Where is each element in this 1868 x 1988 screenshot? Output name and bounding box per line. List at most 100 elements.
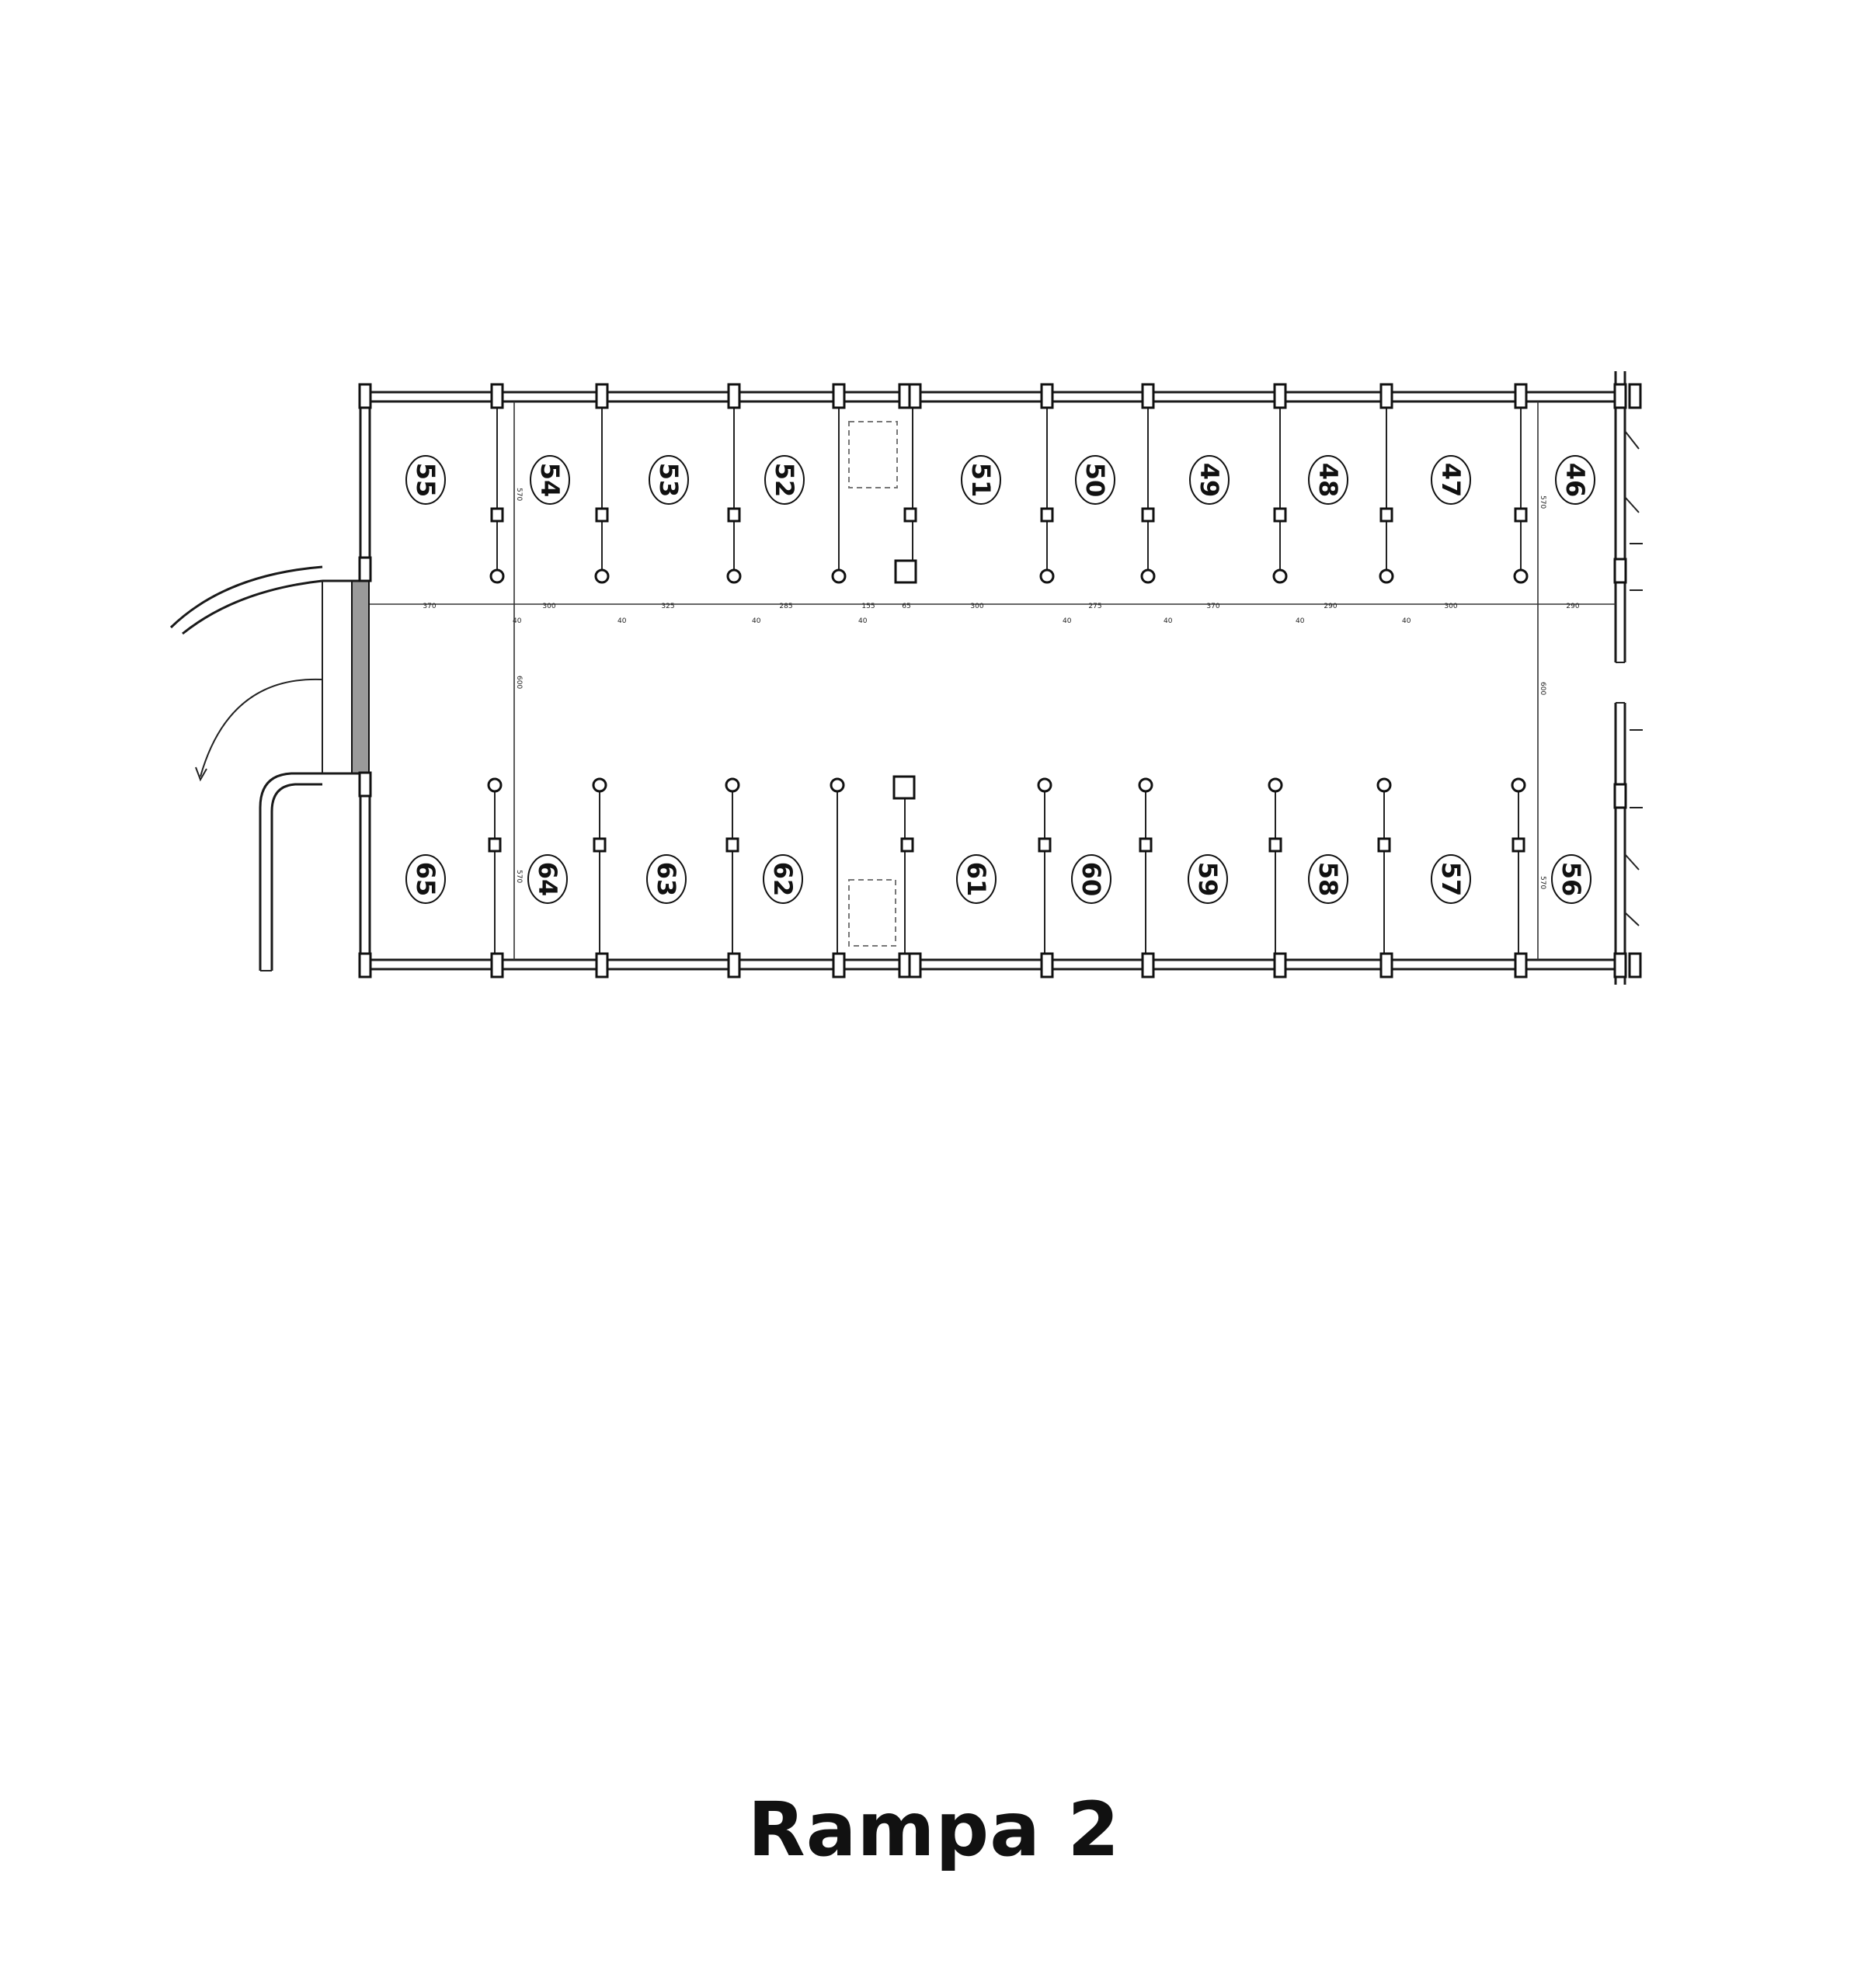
parking-space-circle bbox=[1431, 455, 1471, 505]
parking-space: 56 bbox=[1551, 854, 1591, 904]
aisle-width-dimension: 600 bbox=[1539, 682, 1546, 695]
parking-space: 49 bbox=[1189, 455, 1230, 505]
parking-space: 53 bbox=[649, 455, 689, 505]
parking-space-number: 49 bbox=[1195, 463, 1224, 498]
column-round bbox=[487, 777, 503, 793]
column-square bbox=[900, 837, 914, 853]
stall-depth-dimension: 570 bbox=[515, 488, 523, 501]
parking-space-number: 57 bbox=[1436, 862, 1466, 897]
parking-space: 50 bbox=[1075, 455, 1115, 505]
column-square bbox=[1141, 507, 1155, 523]
offset-dimension: 40 bbox=[752, 617, 761, 625]
column-large bbox=[892, 775, 916, 800]
parking-space-number: 62 bbox=[768, 862, 798, 897]
wall-pillar bbox=[1040, 952, 1054, 978]
wall-pillar bbox=[1613, 558, 1627, 584]
parking-space-number: 60 bbox=[1077, 862, 1106, 897]
wall-pillar bbox=[1273, 383, 1287, 409]
column-round bbox=[1272, 568, 1288, 584]
column-square bbox=[725, 837, 739, 853]
offset-dimension: 40 bbox=[1164, 617, 1173, 625]
parking-space-circle bbox=[1308, 455, 1348, 505]
parking-space-circle bbox=[646, 854, 687, 904]
aisle-dimension: 300 bbox=[970, 603, 983, 610]
wall-pillar bbox=[1514, 383, 1528, 409]
column-square bbox=[593, 837, 607, 853]
wall-pillar bbox=[1273, 952, 1287, 978]
aisle-dimension: 65 bbox=[902, 603, 910, 610]
offset-dimension: 40 bbox=[1063, 617, 1072, 625]
wall-pillar bbox=[832, 383, 846, 409]
outer-walls bbox=[359, 371, 1626, 985]
parking-space-circle bbox=[527, 854, 568, 904]
parking-space-circle bbox=[956, 854, 997, 904]
parking-space: 65 bbox=[405, 854, 446, 904]
parking-space-number: 53 bbox=[654, 463, 684, 498]
offset-dimension: 40 bbox=[513, 617, 522, 625]
parking-space: 48 bbox=[1308, 455, 1348, 505]
parking-space-circle bbox=[1188, 854, 1228, 904]
column-round bbox=[1511, 777, 1526, 793]
wall-pillar bbox=[358, 771, 372, 798]
offset-dimension: 40 bbox=[1402, 617, 1411, 625]
column-square bbox=[488, 837, 502, 853]
wall-pillar bbox=[358, 952, 372, 978]
parking-space: 47 bbox=[1431, 455, 1471, 505]
stall-depth-dimension: 570 bbox=[1539, 495, 1546, 509]
wall-pillar bbox=[358, 383, 372, 409]
column-square bbox=[1139, 837, 1153, 853]
wall-pillar bbox=[727, 383, 741, 409]
wall-pillar bbox=[1141, 383, 1155, 409]
parking-space-circle bbox=[961, 455, 1001, 505]
parking-space-circle bbox=[405, 455, 446, 505]
parking-space: 57 bbox=[1431, 854, 1471, 904]
column-round bbox=[726, 568, 742, 584]
column-round bbox=[1513, 568, 1529, 584]
parking-space-number: 61 bbox=[962, 862, 991, 897]
wall-pillars bbox=[358, 383, 1642, 978]
parking-space: 55 bbox=[405, 455, 446, 505]
page-title: Rampa 2 bbox=[747, 1786, 1121, 1873]
column-round bbox=[594, 568, 610, 584]
parking-space-number: 47 bbox=[1436, 463, 1466, 498]
aisle-dimension: 300 bbox=[542, 603, 555, 610]
parking-space-circle bbox=[1308, 854, 1348, 904]
aisle-dimension: 370 bbox=[1206, 603, 1219, 610]
parking-space-number: 48 bbox=[1313, 463, 1343, 498]
parking-space-number: 46 bbox=[1560, 463, 1590, 498]
aisle-dimension: 275 bbox=[1088, 603, 1101, 610]
parking-space-number: 64 bbox=[533, 862, 562, 897]
aisle-width-dimension: 600 bbox=[515, 676, 523, 689]
parking-space-number: 58 bbox=[1313, 862, 1343, 897]
wall-pillar bbox=[908, 952, 922, 978]
wall-pillar bbox=[727, 952, 741, 978]
column-round bbox=[489, 568, 505, 584]
wall-pillar bbox=[1379, 952, 1393, 978]
ramp-entrance bbox=[169, 565, 370, 971]
wall-pillar bbox=[490, 952, 504, 978]
column-square bbox=[595, 507, 609, 523]
parking-space-circle bbox=[763, 854, 803, 904]
aisle-dimension: 300 bbox=[1444, 603, 1457, 610]
parking-space: 46 bbox=[1555, 455, 1595, 505]
parking-space: 54 bbox=[530, 455, 570, 505]
column-large bbox=[894, 559, 917, 584]
column-square bbox=[903, 507, 917, 523]
parking-space-circle bbox=[1189, 455, 1230, 505]
parking-space-number: 51 bbox=[966, 463, 996, 498]
parking-space: 60 bbox=[1071, 854, 1111, 904]
offset-dimension: 40 bbox=[1296, 617, 1305, 625]
column-square bbox=[1038, 837, 1052, 853]
parking-space-number: 50 bbox=[1080, 463, 1110, 498]
wall-pillar bbox=[1514, 952, 1528, 978]
wall-pillar bbox=[595, 383, 609, 409]
column-square bbox=[490, 507, 504, 523]
column-round bbox=[1376, 777, 1392, 793]
parking-space: 64 bbox=[527, 854, 568, 904]
aisle-dimension: 290 bbox=[1566, 603, 1579, 610]
wall-pillar bbox=[1628, 952, 1642, 978]
parking-space-number: 63 bbox=[652, 862, 681, 897]
service-area-outlines bbox=[848, 421, 898, 947]
